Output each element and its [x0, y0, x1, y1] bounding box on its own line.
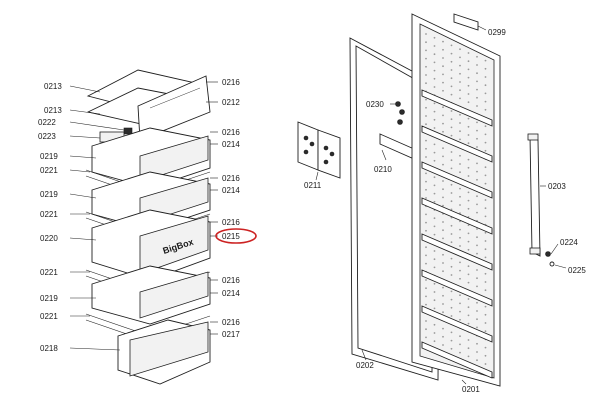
label-0216f: 0216	[222, 318, 240, 327]
door-shelf[interactable]	[421, 89, 493, 127]
label-0212: 0212	[222, 98, 240, 107]
label-0218: 0218	[40, 344, 58, 353]
label-0219a: 0219	[40, 152, 58, 161]
ice-packs[interactable]	[297, 121, 341, 181]
label-0223: 0223	[38, 132, 56, 141]
label-0221b: 0221	[40, 210, 58, 219]
label-0202: 0202	[356, 361, 374, 370]
label-0216d: 0216	[222, 218, 240, 227]
leader-lines-right	[206, 81, 218, 335]
freezer-door[interactable]	[411, 13, 501, 387]
latch-part[interactable]	[123, 127, 133, 135]
label-0219c: 0219	[40, 294, 58, 303]
label-0220: 0220	[40, 234, 58, 243]
drawer-front-top[interactable]	[137, 75, 211, 141]
label-0216c: 0216	[222, 174, 240, 183]
label-0211: 0211	[304, 181, 322, 190]
label-0210: 0210	[374, 165, 392, 174]
highlight-ring	[215, 228, 257, 244]
label-0213b: 0213	[44, 106, 62, 115]
label-0221c: 0221	[40, 268, 58, 277]
label-0221d: 0221	[40, 312, 58, 321]
label-0214b: 0214	[222, 186, 240, 195]
door-shelf[interactable]	[421, 341, 493, 379]
door-shelf[interactable]	[421, 269, 493, 307]
label-0214c: 0214	[222, 289, 240, 298]
door-shelf[interactable]	[421, 125, 493, 163]
label-0203: 0203	[548, 182, 566, 191]
label-0217: 0217	[222, 330, 240, 339]
label-0213a: 0213	[44, 82, 62, 91]
label-0216b: 0216	[222, 128, 240, 137]
badge-part[interactable]	[453, 13, 479, 31]
drawer-stack: BigBox	[85, 69, 211, 385]
leader-lines-left	[69, 85, 125, 351]
label-0224: 0224	[560, 238, 578, 247]
label-0222: 0222	[38, 118, 56, 127]
label-0216e: 0216	[222, 276, 240, 285]
label-0221a: 0221	[40, 166, 58, 175]
door-shelf[interactable]	[421, 161, 493, 199]
handle-screw[interactable]	[545, 243, 567, 269]
label-0230: 0230	[366, 100, 384, 109]
external-handle[interactable]	[527, 133, 546, 257]
label-0299: 0299	[488, 28, 506, 37]
door-shelf[interactable]	[421, 305, 493, 343]
screws[interactable]	[390, 101, 405, 125]
door-shelf[interactable]	[421, 233, 493, 271]
labels-left: 0213 0213 0222 0223 0219 0221 0219 0221 …	[38, 82, 62, 353]
door-shelf[interactable]	[421, 197, 493, 235]
label-0215: 0215	[222, 232, 240, 241]
label-0219b: 0219	[40, 190, 58, 199]
labels-drawer-right: 0216 0212 0216 0214 0216 0214 0216 0215 …	[215, 78, 257, 339]
label-0201: 0201	[462, 385, 480, 394]
label-0216a: 0216	[222, 78, 240, 87]
label-0225: 0225	[568, 266, 586, 275]
label-0214a: 0214	[222, 140, 240, 149]
